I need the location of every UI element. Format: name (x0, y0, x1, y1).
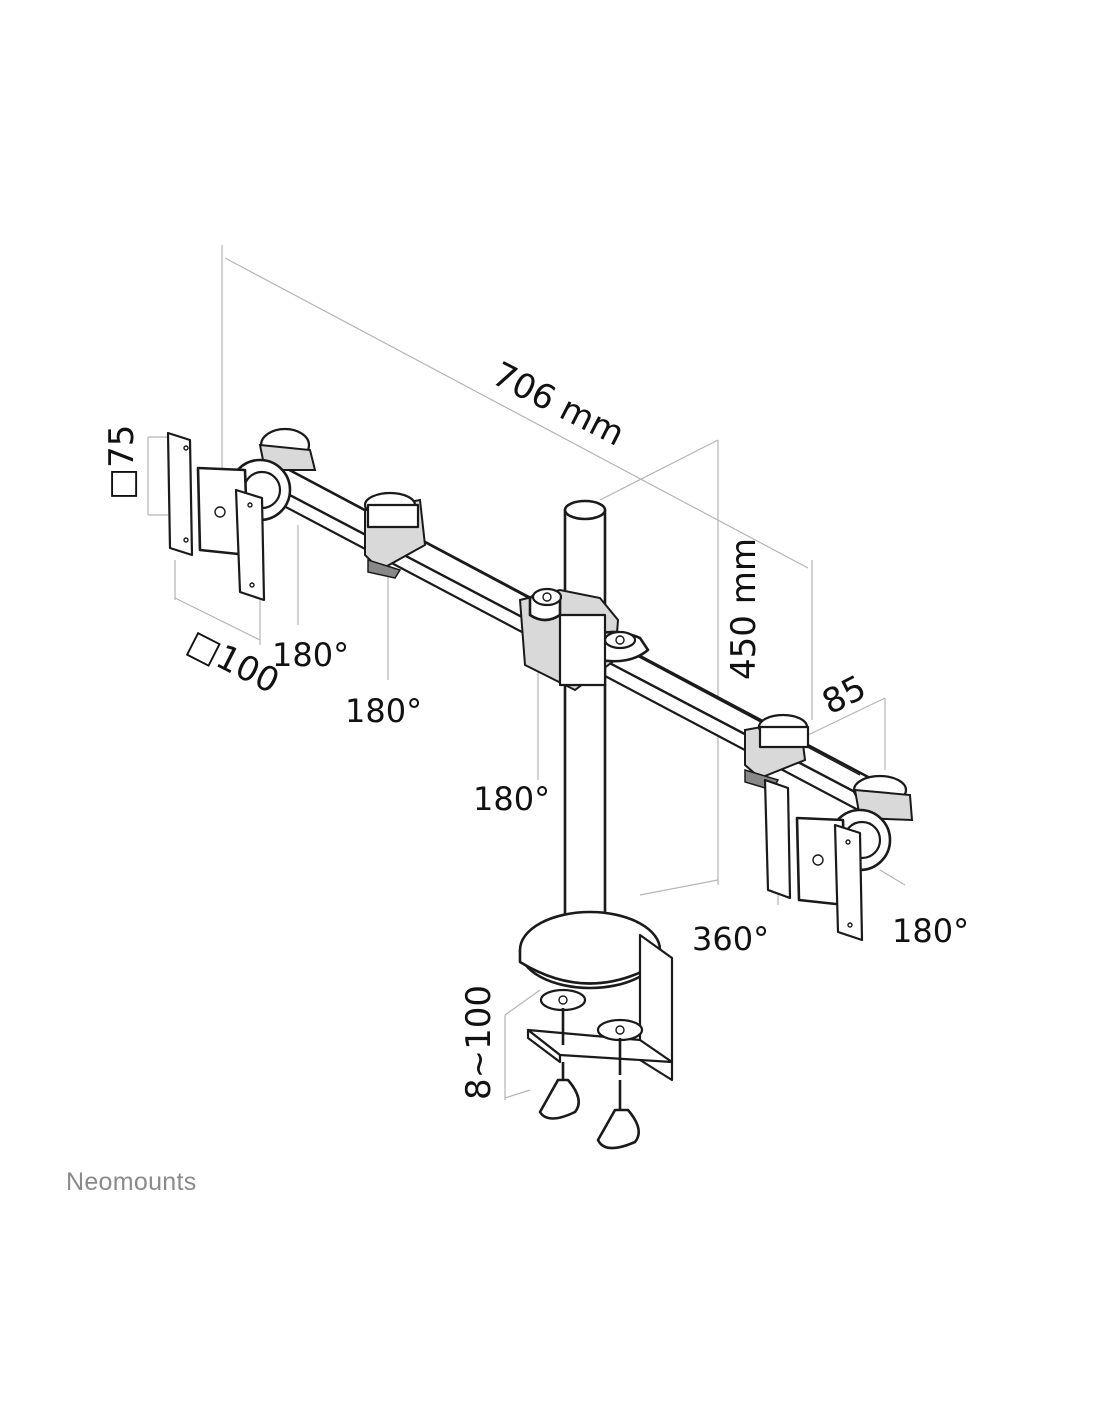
center-clamp (518, 587, 650, 692)
rotation-label-left-plate: 180° (272, 636, 349, 674)
dimension-lines (147, 245, 906, 1100)
rotation-label-right-swivel: 360° (692, 920, 769, 958)
clamp-range-label: 8~100 (459, 985, 499, 1100)
brand-logo: Neomounts (66, 1168, 197, 1196)
rotation-label-center-arm: 180° (473, 780, 550, 818)
rotation-label-left-arm: 180° (345, 692, 422, 730)
pole (563, 499, 607, 942)
left-vesa-plate (166, 431, 266, 602)
height-dimension-label: 450 mm (724, 538, 764, 680)
left-end-joint (228, 427, 317, 522)
vesa-75-label: □75 (102, 425, 142, 500)
left-mid-joint (363, 491, 427, 579)
vesa-100-label: □100 (181, 622, 286, 702)
width-dimension-label: 706 mm (486, 354, 631, 454)
rotation-label-right-plate: 180° (892, 912, 969, 950)
right-vesa-plate (763, 778, 864, 942)
depth-dimension-label: 85 (816, 668, 873, 723)
desk-clamp (518, 910, 674, 1150)
right-mid-joint (744, 713, 810, 791)
